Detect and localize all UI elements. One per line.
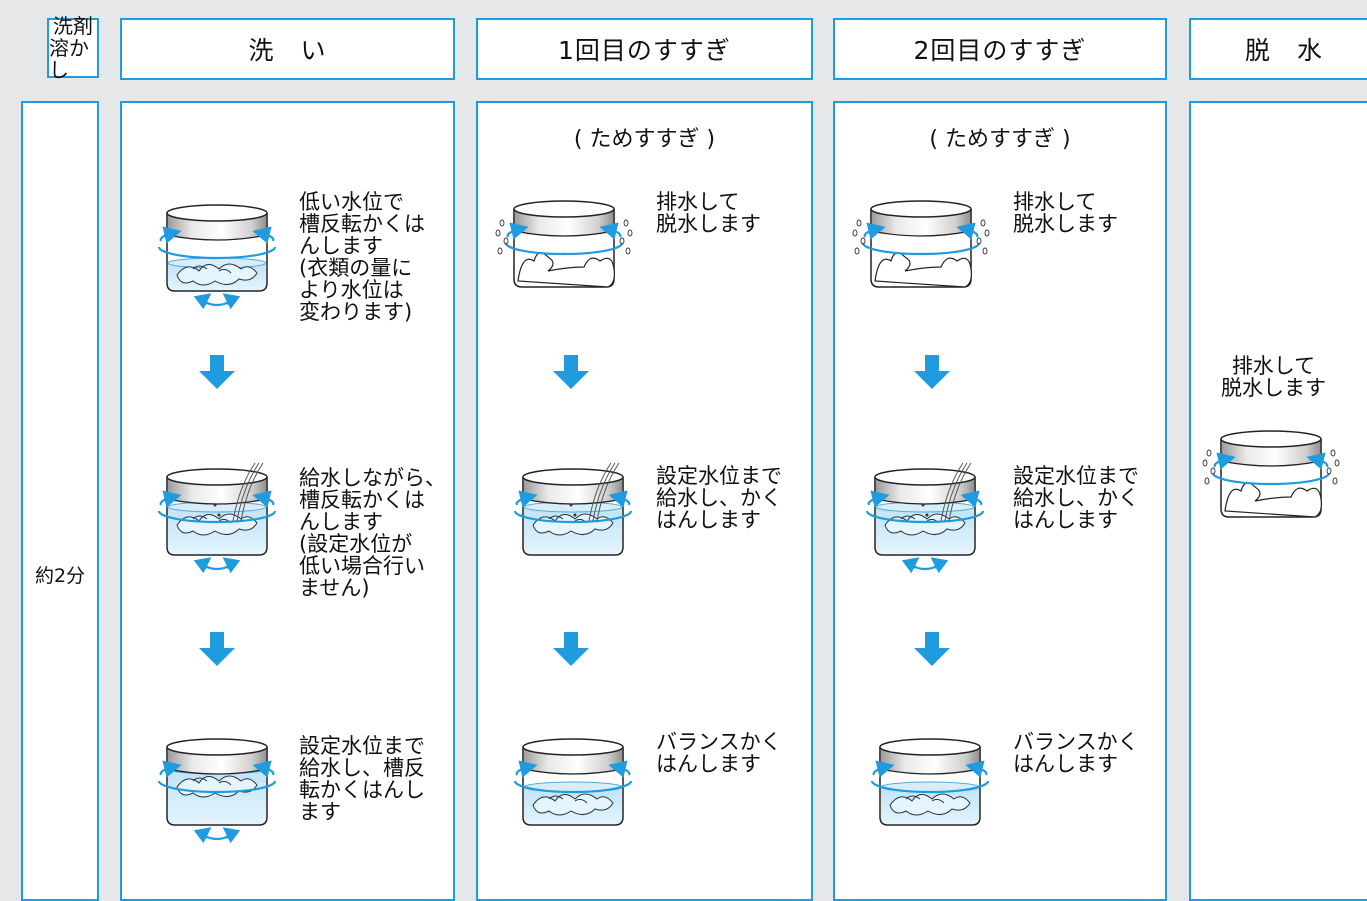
- down-arrow-icon: [553, 632, 589, 666]
- spin-step1-text: 排水して 脱水します: [1221, 354, 1326, 400]
- tub-filling-water-icon: [157, 462, 277, 574]
- tub-filling-water-icon: [513, 462, 633, 556]
- rinse2-step1-text: 排水して 脱水します: [1013, 190, 1118, 236]
- column-rinse1: ( ためすすぎ ) 排水して 脱水します 設定水位まで 給水し、かく はんします…: [476, 101, 813, 901]
- rinse2-step2-text: 設定水位まで 給水し、かく はんします: [1013, 464, 1139, 532]
- down-arrow-icon: [199, 355, 235, 389]
- tub-full-water-icon: [157, 738, 277, 844]
- rinse1-subtitle: ( ためすすぎ ): [573, 127, 716, 152]
- down-arrow-icon: [553, 355, 589, 389]
- down-arrow-icon: [914, 632, 950, 666]
- column-wash: 低い水位で 槽反転かくは んします (衣類の量に より水位は 変わります) 給水…: [120, 101, 455, 901]
- detergent-time: 約2分: [34, 565, 86, 587]
- tub-balance-icon: [513, 738, 633, 826]
- wash-step2-text: 給水しながら、 槽反転かくは んします (設定水位が 低い場合行い ません): [299, 466, 446, 600]
- header-detergent: 洗剤 溶かし: [47, 14, 99, 82]
- rinse1-step1-text: 排水して 脱水します: [656, 190, 761, 236]
- header-wash: 洗 い: [120, 18, 455, 80]
- rinse1-step3-text: バランスかく はんします: [656, 730, 782, 776]
- tub-drain-spin-icon: [1202, 430, 1340, 518]
- header-detergent-line2: 溶かし: [49, 36, 89, 82]
- down-arrow-icon: [199, 632, 235, 666]
- column-detergent: 約2分: [21, 101, 99, 901]
- down-arrow-icon: [914, 355, 950, 389]
- column-rinse2: ( ためすすぎ ) 排水して 脱水します 設定水位まで 給水し、かく はんします…: [833, 101, 1167, 901]
- header-rinse1: 1回目のすすぎ: [476, 18, 813, 80]
- wash-step1-text: 低い水位で 槽反転かくは んします (衣類の量に より水位は 変わります): [299, 190, 425, 324]
- rinse2-step3-text: バランスかく はんします: [1013, 730, 1139, 776]
- tub-drain-spin-icon: [495, 200, 633, 288]
- tub-filling-water-icon: [865, 462, 985, 574]
- tub-low-water-icon: [157, 204, 277, 310]
- tub-drain-spin-icon: [852, 200, 990, 288]
- rinse1-step2-text: 設定水位まで 給水し、かく はんします: [656, 464, 782, 532]
- header-rinse2: 2回目のすすぎ: [833, 18, 1167, 80]
- header-detergent-line1: 洗剤: [53, 14, 93, 38]
- wash-step3-text: 設定水位まで 給水し、槽反 転かくはんし ます: [299, 734, 425, 824]
- tub-balance-icon: [870, 738, 990, 826]
- column-spin: 排水して 脱水します: [1189, 101, 1367, 901]
- header-spin: 脱 水: [1189, 18, 1367, 80]
- rinse2-subtitle: ( ためすすぎ ): [929, 127, 1071, 152]
